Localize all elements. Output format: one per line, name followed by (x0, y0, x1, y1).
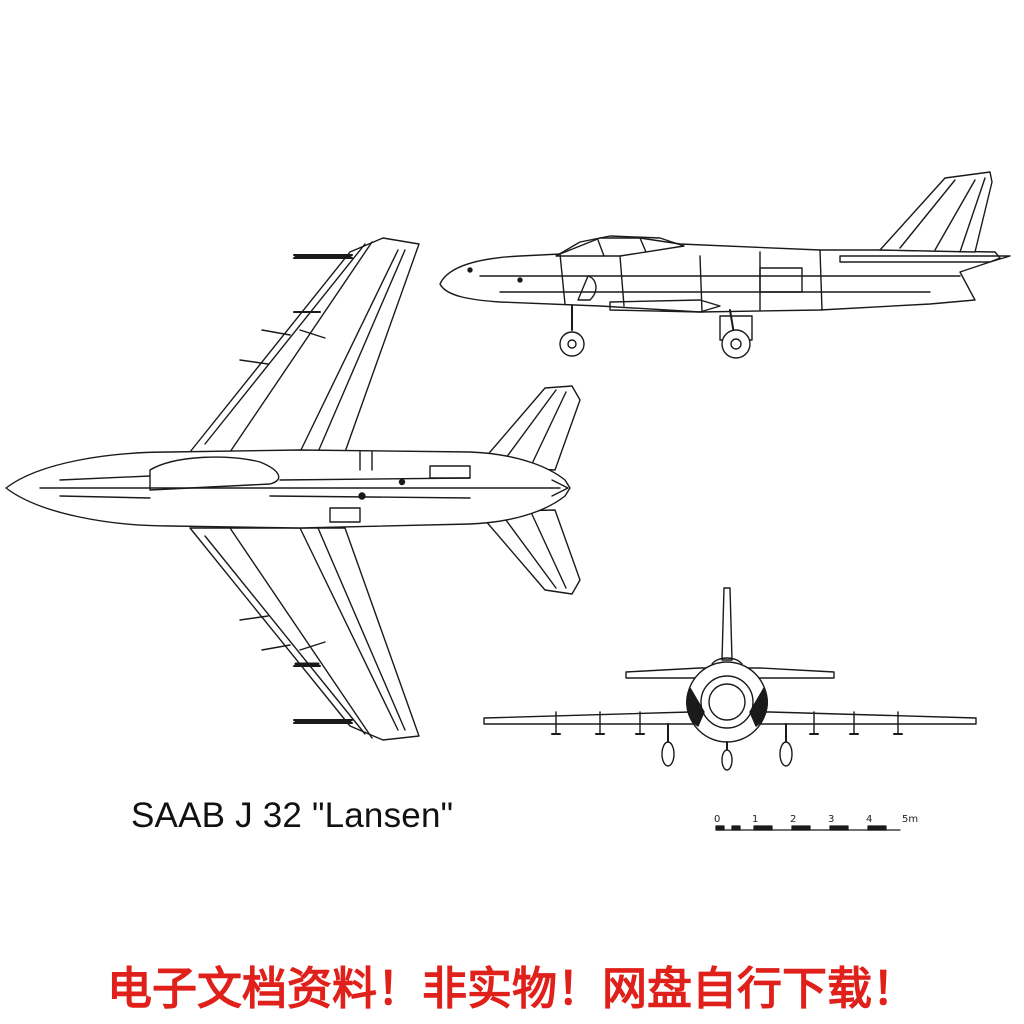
front-view-fuselage (686, 661, 768, 743)
download-notice-banner: 电子文档资料！非实物！网盘自行下载！ (106, 962, 917, 1015)
drawing-title: SAAB J 32 "Lansen" (131, 796, 454, 835)
front-view (483, 587, 977, 771)
scale-tick-5m: 5m (902, 814, 918, 825)
side-view-fin (879, 171, 993, 253)
scale-tick-0: 0 (714, 814, 720, 825)
front-view-fin (721, 587, 733, 661)
top-view (5, 237, 581, 741)
scale-tick-3: 3 (828, 814, 834, 825)
side-view (439, 171, 1011, 359)
top-view-canopy (149, 456, 280, 491)
scale-tick-2: 2 (790, 814, 796, 825)
side-view-main-wheel (721, 329, 751, 359)
scale-tick-4: 4 (866, 814, 872, 825)
side-view-nose-wheel (559, 331, 585, 357)
top-view-fuselage (5, 449, 571, 529)
scale-bar: 0 1 2 3 4 5m (714, 814, 918, 831)
scale-tick-1: 1 (752, 814, 758, 825)
